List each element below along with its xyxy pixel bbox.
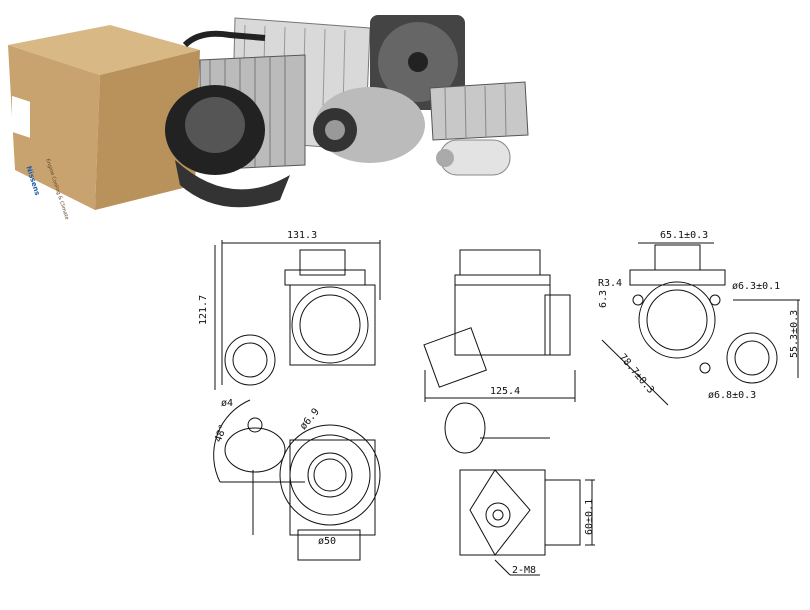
technical-drawings	[213, 240, 800, 576]
cardboard-box	[8, 25, 200, 210]
actuator-port-label: ø50	[318, 536, 337, 547]
blower-motor	[165, 85, 290, 208]
actuator-view-drawing	[213, 399, 381, 561]
flange-radius-label: R3.4	[598, 278, 623, 289]
radiator-fan	[370, 15, 465, 110]
outlet-diameter-label: 60±0.1	[584, 498, 595, 535]
front-view-drawing	[214, 240, 381, 390]
flange-hole-bottom-label: ø6.8±0.3	[708, 390, 757, 401]
flange-hole-top-label: ø6.3±0.1	[732, 281, 781, 292]
outlet-bolts-label: 2-M8	[512, 565, 537, 576]
flange-height-label: 55.3±0.3	[789, 309, 800, 358]
receiver-drier	[436, 139, 511, 176]
side-length-label: 125.4	[490, 386, 521, 397]
actuator-pin-label: ø4	[221, 398, 234, 409]
flange-offset-label: 6.3	[598, 289, 609, 308]
outlet-view-drawing	[444, 402, 595, 576]
flange-width-label: 65.1±0.3	[660, 230, 709, 241]
heater-core	[429, 81, 529, 141]
side-view-drawing	[423, 249, 576, 402]
front-width-label: 131.3	[287, 230, 318, 241]
flange-view-drawing	[601, 242, 800, 406]
ac-compressor	[313, 87, 425, 163]
front-height-label: 121.7	[198, 294, 209, 325]
